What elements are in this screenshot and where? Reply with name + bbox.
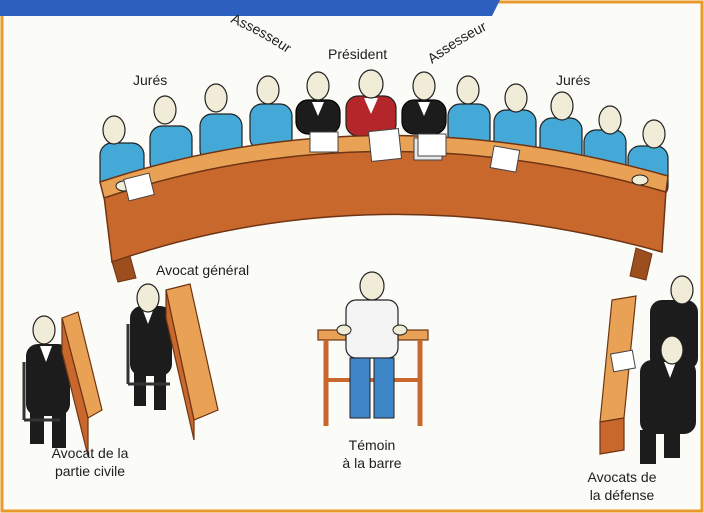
label-president: Président [328, 46, 388, 62]
juror-figure [249, 75, 293, 151]
civil-party-lawyer [22, 315, 70, 448]
defense-desk [599, 295, 637, 455]
label-partie-civile-line1: Avocat de la [51, 445, 129, 461]
title-banner [0, 0, 500, 16]
judges-bench [99, 134, 669, 283]
prosecutor-desk [165, 283, 219, 441]
label-temoin-line2: à la barre [342, 455, 402, 471]
assessor-left-figure [295, 71, 341, 135]
president-figure [345, 69, 397, 137]
label-temoin-line1: Témoin [348, 437, 396, 453]
label-defense: Avocats de la défense [570, 468, 674, 504]
label-partie-civile-line2: partie civile [54, 463, 126, 479]
bench-top [99, 134, 669, 199]
witness-figure [336, 271, 408, 419]
label-temoin: Témoin à la barre [320, 436, 424, 472]
civil-party-desk [61, 311, 103, 457]
label-defense-line2: la défense [589, 487, 655, 503]
defense-lawyers [640, 275, 698, 464]
prosecutor [126, 283, 172, 410]
label-jures-left: Jurés [133, 72, 168, 88]
label-assessor-left: Assesseur [229, 10, 295, 56]
label-partie-civile: Avocat de la partie civile [38, 444, 142, 480]
label-defense-line1: Avocats de [587, 469, 657, 485]
label-avocat-general: Avocat général [156, 262, 250, 278]
label-assessor-right: Assesseur [424, 18, 489, 67]
judges [295, 69, 447, 137]
label-jures-right: Jurés [556, 72, 591, 88]
assessor-right-figure [401, 71, 447, 135]
bench-papers [123, 127, 521, 202]
juror-figure [149, 95, 193, 175]
